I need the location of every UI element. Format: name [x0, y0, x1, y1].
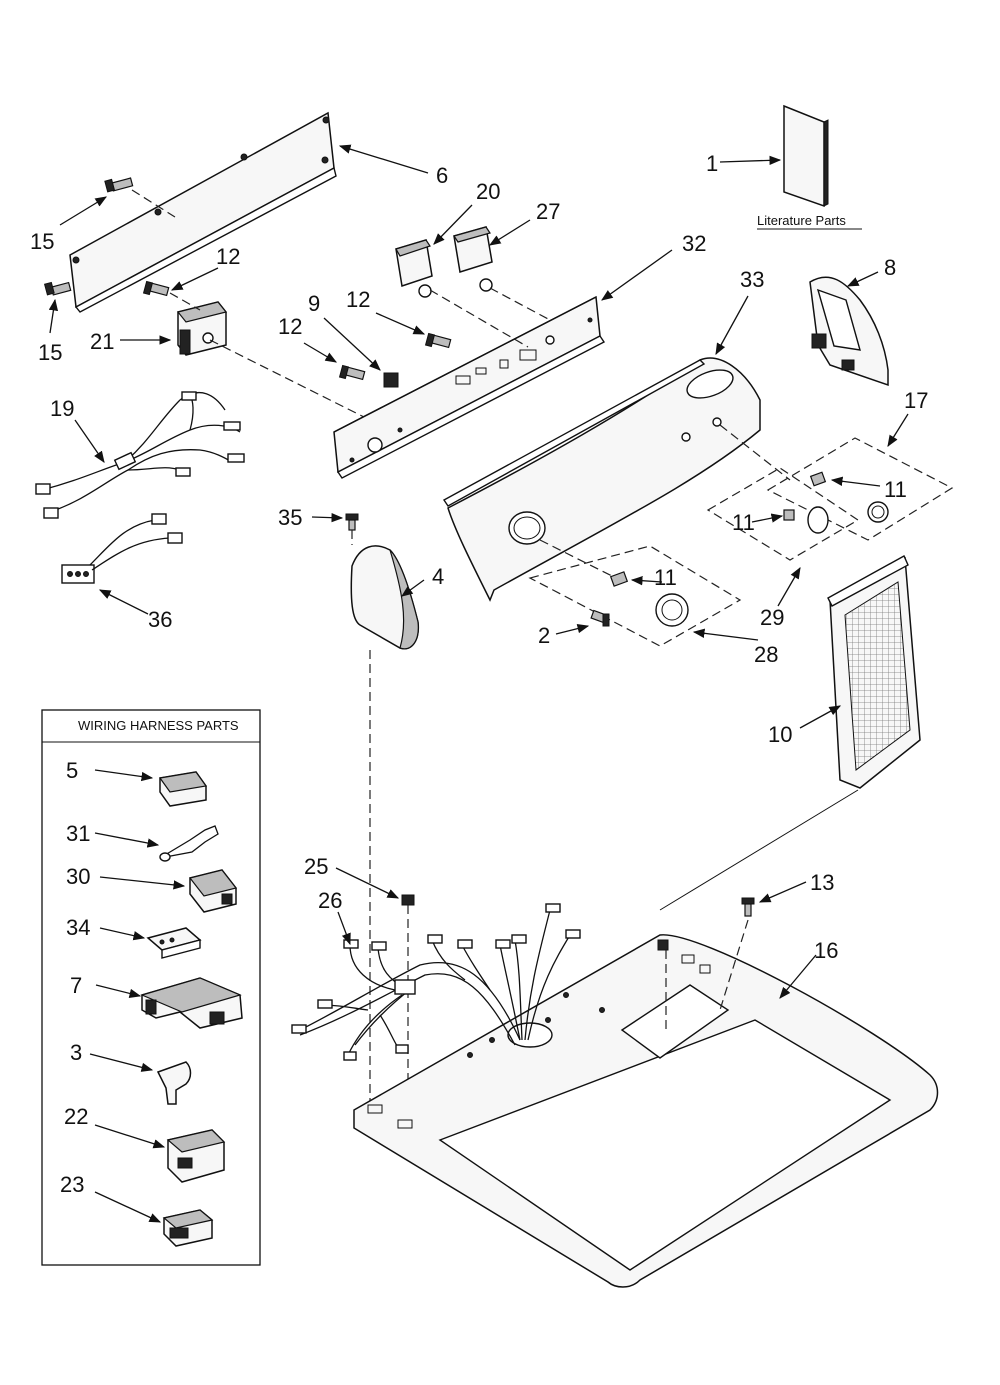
callout-17: 17 — [904, 388, 928, 413]
wire-harness-36 — [61, 513, 183, 615]
callout-27: 27 — [536, 199, 560, 224]
rear-panel — [69, 111, 429, 313]
callout-20: 20 — [476, 179, 500, 204]
callout-10: 10 — [768, 722, 792, 747]
knob-group-17 — [766, 413, 954, 541]
callout-26: 26 — [318, 888, 342, 913]
clip-3 — [89, 1053, 192, 1105]
callout-19: 19 — [50, 396, 74, 421]
callout-21: 21 — [90, 329, 114, 354]
end-cap-4 — [350, 545, 425, 1135]
end-cap-8 — [809, 271, 889, 387]
screw-2 — [555, 609, 610, 635]
callout-11-lower: 11 — [654, 565, 677, 590]
main-harness-26 — [291, 903, 581, 1061]
callout-25: 25 — [304, 854, 328, 879]
callout-11-right: 11 — [884, 477, 907, 502]
callout-1: 1 — [706, 151, 718, 176]
callout-6: 6 — [436, 163, 448, 188]
callout-8: 8 — [884, 255, 896, 280]
screw-15-top — [59, 177, 176, 226]
screw-12-right — [375, 312, 452, 349]
callout-5: 5 — [66, 758, 78, 783]
callout-35: 35 — [278, 505, 302, 530]
top-panel-16 — [353, 919, 939, 1288]
switch-20 — [395, 204, 529, 348]
connector-30 — [99, 869, 238, 913]
callout-4: 4 — [432, 564, 444, 589]
callout-12-right: 12 — [346, 287, 370, 312]
screw-13 — [741, 881, 807, 917]
terminal-31 — [94, 825, 219, 862]
callout-labels: 1 2 3 4 5 6 7 8 9 10 11 11 11 12 12 12 1… — [30, 151, 928, 1197]
screw-12-left — [142, 267, 219, 311]
connector-34 — [99, 927, 202, 959]
callout-2: 2 — [538, 623, 550, 648]
screw-12-middle — [303, 342, 366, 381]
clip-9 — [323, 317, 399, 388]
callout-23: 23 — [60, 1172, 84, 1197]
literature-parts-label: Literature Parts — [757, 213, 846, 228]
callout-31: 31 — [66, 821, 90, 846]
screw-15-bottom — [43, 281, 72, 334]
connector-5 — [94, 769, 208, 807]
callout-13: 13 — [810, 870, 834, 895]
callout-7: 7 — [70, 973, 82, 998]
console-33 — [442, 295, 791, 602]
callout-11-middle: 11 — [732, 510, 755, 535]
switch-27 — [453, 219, 551, 321]
callout-32: 32 — [682, 231, 706, 256]
housing-23 — [94, 1191, 214, 1247]
callout-12-left: 12 — [216, 244, 240, 269]
callout-36: 36 — [148, 607, 172, 632]
knob-group-28 — [528, 545, 759, 647]
wire-harness-19 — [35, 391, 245, 519]
callout-33: 33 — [740, 267, 764, 292]
literature-parts: Literature Parts — [719, 104, 862, 230]
callout-3: 3 — [70, 1040, 82, 1065]
callout-15-bottom: 15 — [38, 340, 62, 365]
clip-25 — [335, 867, 415, 906]
lint-filter-10 — [659, 555, 921, 911]
screw-35 — [311, 512, 359, 545]
callout-22: 22 — [64, 1104, 88, 1129]
callout-34: 34 — [66, 915, 90, 940]
timer-21 — [120, 301, 371, 421]
wiring-box-title: WIRING HARNESS PARTS — [78, 718, 239, 733]
callout-9: 9 — [308, 291, 320, 316]
callout-28: 28 — [754, 642, 778, 667]
housing-22 — [94, 1124, 226, 1183]
callout-16: 16 — [814, 938, 838, 963]
wiring-harness-parts-box: WIRING HARNESS PARTS — [41, 709, 261, 1266]
callout-29: 29 — [760, 605, 784, 630]
callout-12-middle: 12 — [278, 314, 302, 339]
console-bracket-32 — [333, 249, 673, 479]
callout-30: 30 — [66, 864, 90, 889]
callout-15-top: 15 — [30, 229, 54, 254]
knob-group-29 — [706, 467, 860, 607]
connector-7 — [95, 977, 243, 1029]
